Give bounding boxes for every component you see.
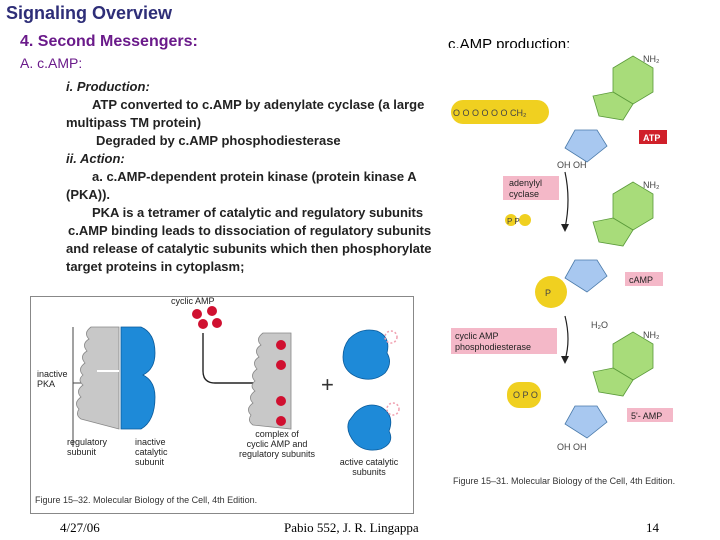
regulatory-subunits xyxy=(76,326,120,430)
camp-dots xyxy=(192,306,222,329)
atp-molecule: NH₂ OH OH O O O O O O CH₂ ATP xyxy=(451,54,667,170)
camp-regulatory-complex xyxy=(248,332,292,430)
subsection-heading: A. c.AMP: xyxy=(20,55,83,71)
atp-nh2: NH₂ xyxy=(643,54,660,64)
atp-conversion-line: ATP converted to c.AMP by adenylate cycl… xyxy=(66,97,425,130)
figure-32-caption: Figure 15–32. Molecular Biology of the C… xyxy=(35,495,257,505)
body-text: i. Production: ATP converted to c.AMP by… xyxy=(66,78,432,276)
active-catalytic-subunits xyxy=(342,329,400,451)
figure-31-caption: Figure 15–31. Molecular Biology of the C… xyxy=(453,476,675,486)
pka-tetramer-line: PKA is a tetramer of catalytic and regul… xyxy=(92,205,424,220)
slide-title: Signaling Overview xyxy=(6,3,173,23)
svg-text:O P O: O P O xyxy=(513,390,538,400)
catalytic-subunits xyxy=(120,326,156,430)
camp-binding-line: c.AMP binding leads to dissociation of r… xyxy=(66,223,432,274)
five-amp-label: 5'- AMP xyxy=(631,411,662,421)
cyclic-amp-label: cyclic AMP xyxy=(171,297,215,306)
svg-text:P: P xyxy=(545,288,551,298)
svg-text:NH₂: NH₂ xyxy=(643,180,660,190)
production-line: i. Production: xyxy=(66,79,150,94)
svg-text:H₂O: H₂O xyxy=(591,320,608,330)
atp-label: ATP xyxy=(643,133,660,143)
activation-arrow xyxy=(202,333,257,384)
svg-text:NH₂: NH₂ xyxy=(643,330,660,340)
triphosphate: O O O O O O CH₂ xyxy=(453,108,527,118)
svg-text:OH OH: OH OH xyxy=(557,160,587,170)
svg-text:OH OH: OH OH xyxy=(557,442,587,452)
section-heading: 4. Second Messengers: xyxy=(20,33,198,50)
degradation-line: Degraded by c.AMP phosphodiesterase xyxy=(96,133,341,148)
pka-line: a. c.AMP-dependent protein kinase (prote… xyxy=(66,169,417,202)
plus-sign: + xyxy=(321,372,334,397)
action-line: ii. Action: xyxy=(66,151,125,166)
svg-text:P P: P P xyxy=(507,217,520,226)
camp-molecule: NH₂ P cAMP xyxy=(535,180,663,308)
footer-date: 4/27/06 xyxy=(60,520,100,535)
amp-molecule: NH₂ O P O OH OH 5'- AMP xyxy=(507,330,673,452)
footer-course: Pabio 552, J. R. Lingappa xyxy=(284,520,419,535)
camp-label: cAMP xyxy=(629,275,653,285)
footer-page-number: 14 xyxy=(646,520,659,535)
